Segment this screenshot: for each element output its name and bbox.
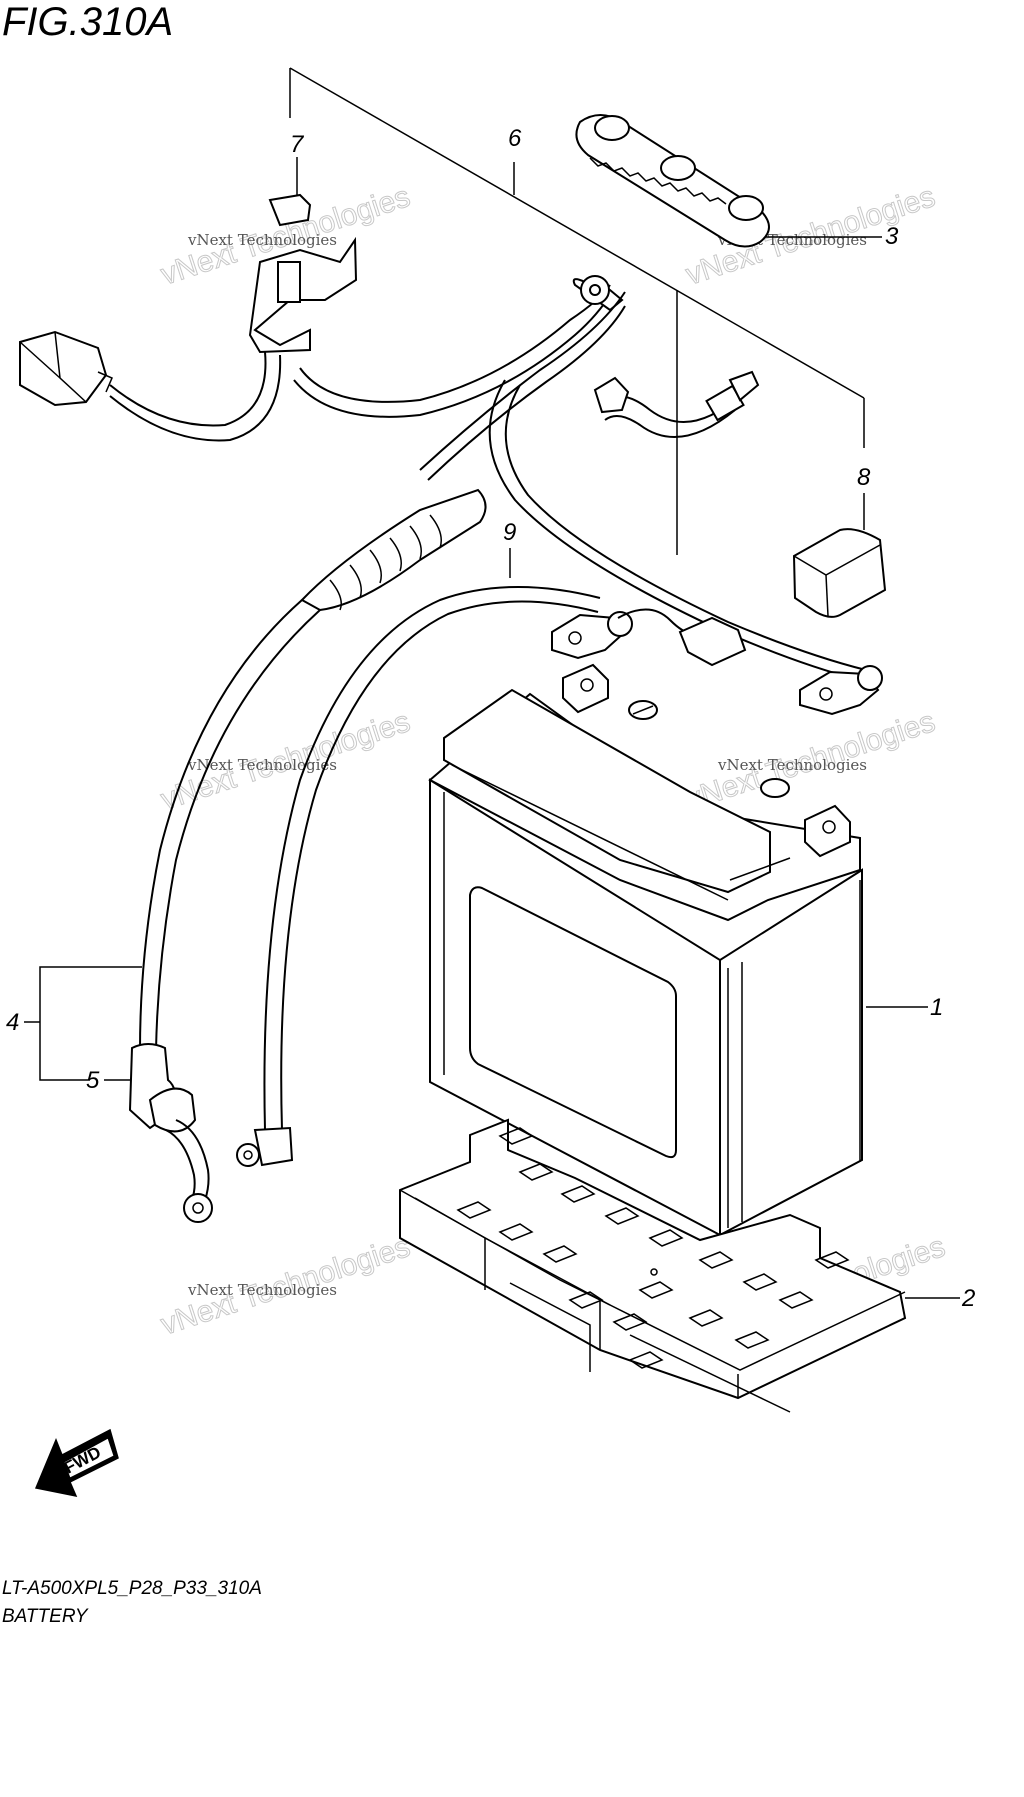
callout-8: 8 — [857, 464, 871, 491]
callout-6: 6 — [508, 125, 522, 152]
forward-arrow-icon: FWD — [34, 1428, 119, 1498]
part-9-negative-cable — [236, 585, 747, 1167]
figure-title: FIG.310A — [2, 0, 174, 44]
part-2-battery-tray — [399, 1118, 907, 1413]
watermark-5: vNext Technologies vNext Technologies — [156, 1230, 414, 1343]
callout-4: 4 — [6, 1009, 19, 1036]
part-7-fuse — [248, 193, 358, 354]
part-3-battery-band — [575, 114, 770, 248]
section-name: BATTERY — [2, 1606, 88, 1627]
callout-7: 7 — [290, 131, 305, 158]
model-code: LT-A500XPL5_P28_P33_310A — [2, 1578, 262, 1599]
part-4-positive-cable — [128, 488, 487, 1223]
watermark-3: vNext Technologies vNext Technologies — [156, 705, 414, 818]
svg-text:vNext Technologies: vNext Technologies — [187, 756, 337, 774]
svg-text:vNext Technologies: vNext Technologies — [187, 231, 337, 249]
leader-lines — [24, 67, 960, 1299]
part-8-terminal-cover — [792, 528, 887, 618]
callout-1: 1 — [930, 994, 943, 1021]
callout-labels: 1 2 3 4 5 6 7 8 9 — [6, 125, 975, 1312]
callout-3: 3 — [885, 223, 899, 250]
part-1-battery — [428, 663, 863, 1237]
svg-text:vNext Technologies: vNext Technologies — [187, 1281, 337, 1299]
callout-2: 2 — [961, 1285, 975, 1312]
callout-5: 5 — [86, 1067, 100, 1094]
callout-9: 9 — [503, 519, 516, 546]
part-6-wiring-harness — [19, 275, 883, 716]
svg-text:vNext Technologies: vNext Technologies — [717, 756, 867, 774]
watermark-4: vNext Technologies vNext Technologies — [681, 705, 939, 818]
